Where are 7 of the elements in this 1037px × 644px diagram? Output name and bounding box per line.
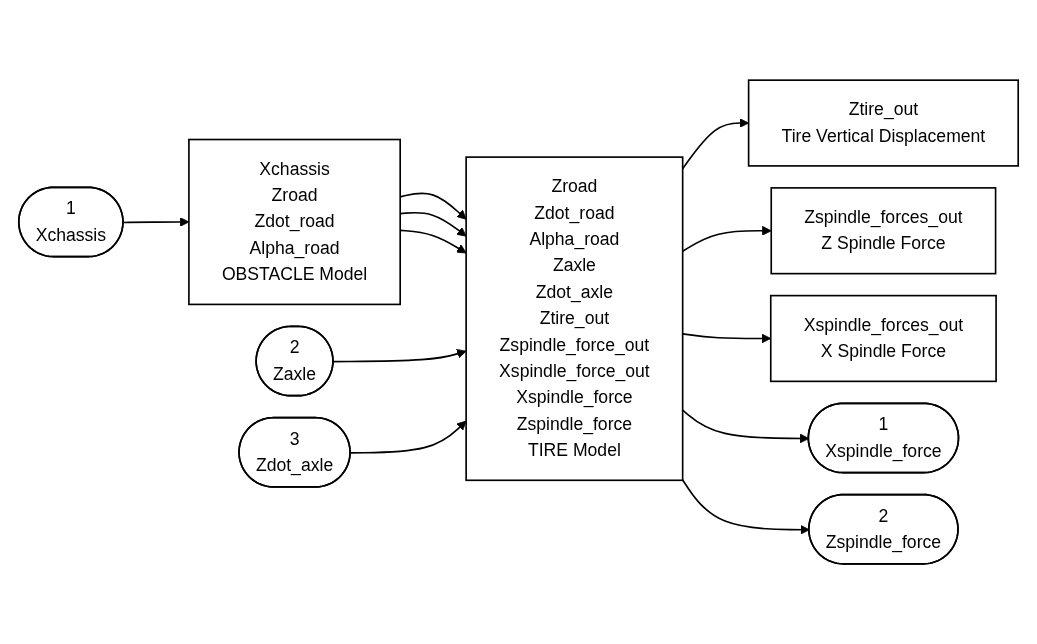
arrow (332, 349, 467, 363)
node-box: Xchassis Zroad Zdot_road Alpha_road OBSTACLE Model (188, 138, 401, 306)
node-box: Zroad Zdot_road Alpha_road Zaxle Zdot_axle Ztire_out Zspindle_force_out Xspindle_force_out Xspindle_force Zspindle_force TIRE Model (465, 156, 684, 482)
node-box: Zspindle_forces_out Z Spindle Force (770, 187, 997, 275)
node-box: Xspindle_forces_out X Spindle Force (769, 294, 997, 383)
arrow (349, 420, 467, 454)
node-box: Ztire_out Tire Vertical Displacement (747, 79, 1020, 167)
